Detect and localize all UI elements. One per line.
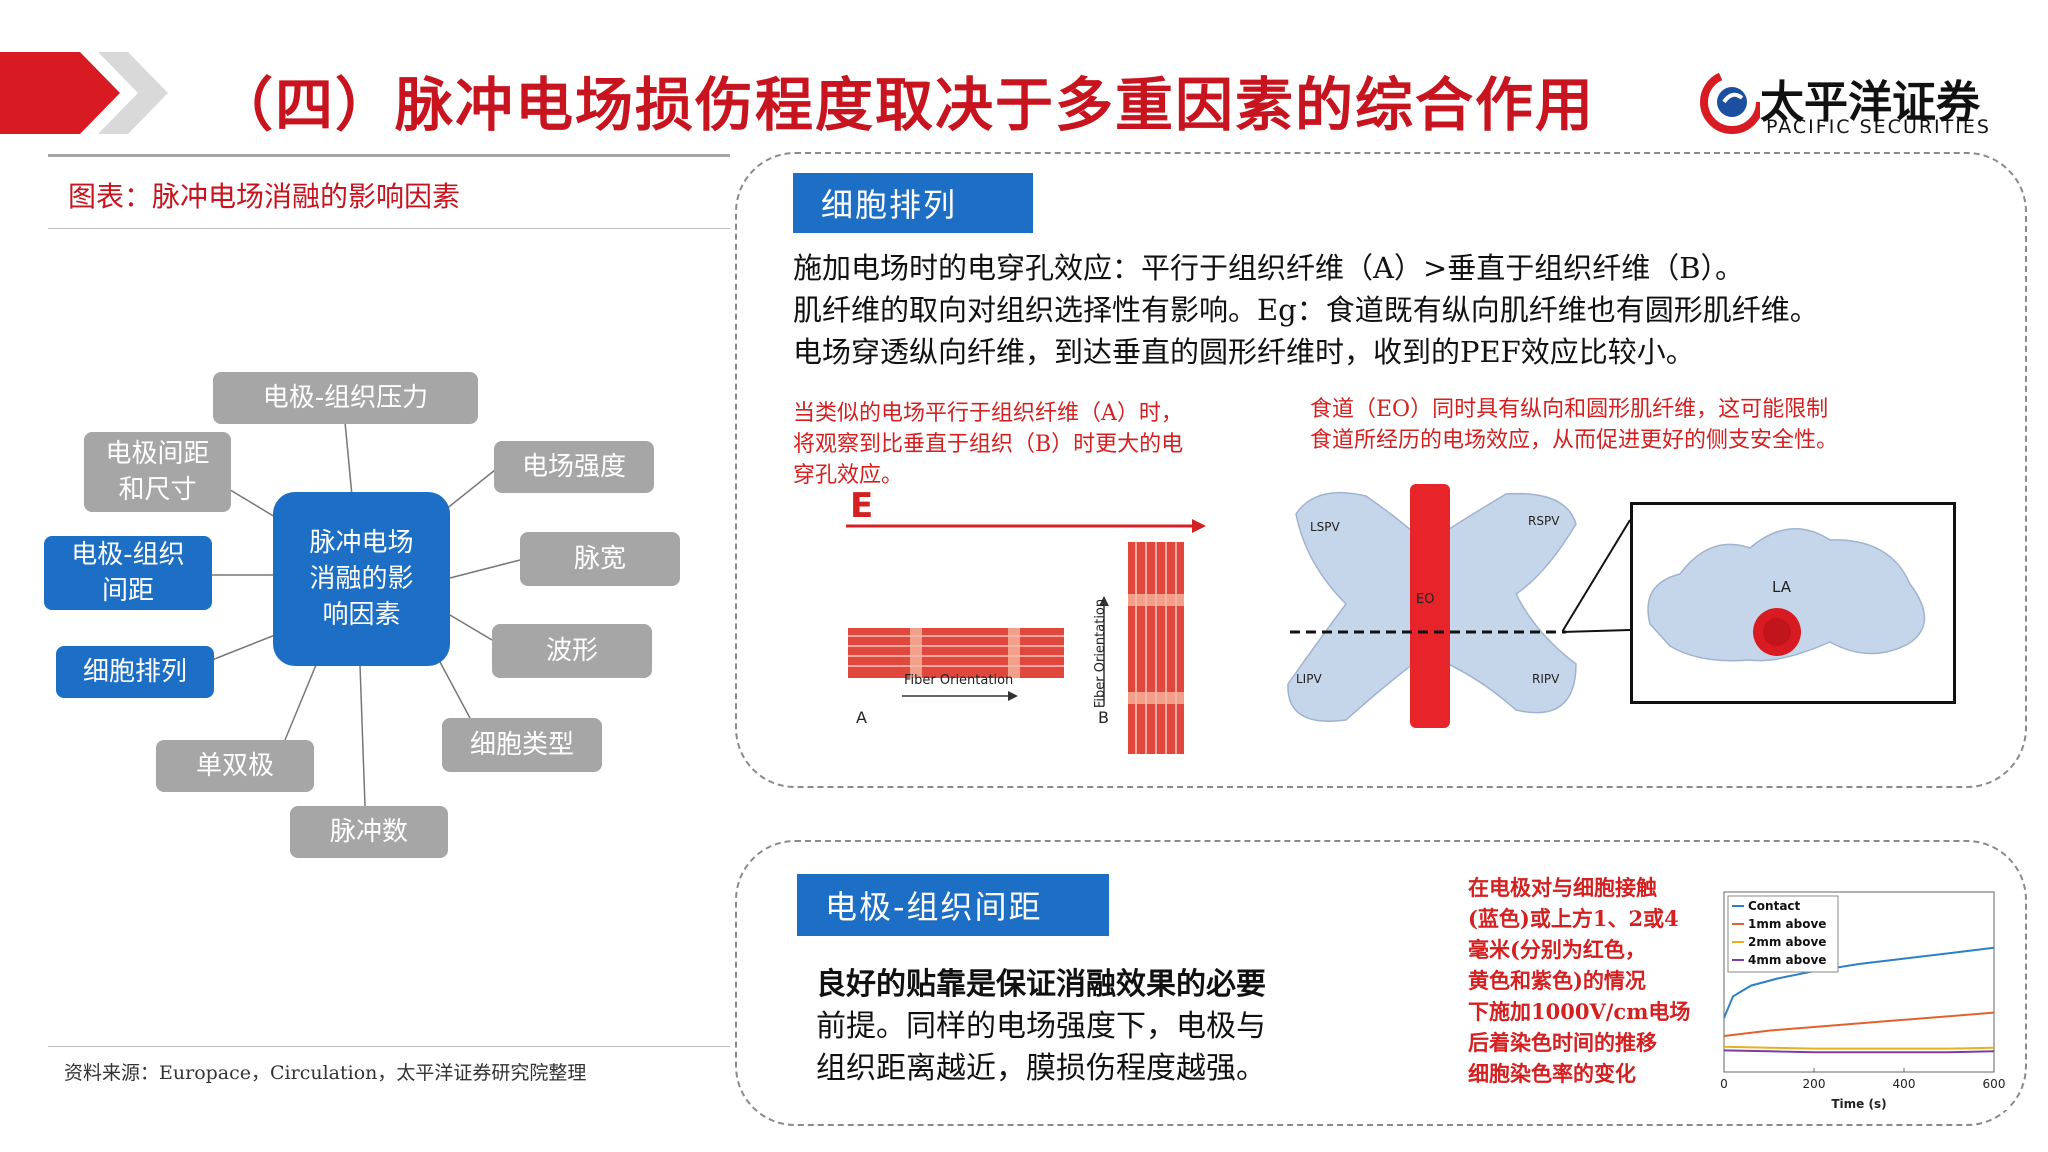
mindmap-center-line: 消融的影 xyxy=(309,564,414,594)
node-label: 电极-组织压力 xyxy=(262,383,429,413)
mindmap-node-mono-bipolar: 单双极 xyxy=(156,740,314,792)
legend-entry: 1mm above xyxy=(1748,917,1826,931)
mindmap-center-line: 响因素 xyxy=(322,600,401,630)
legend-entry: Contact xyxy=(1748,899,1801,913)
node-label: 细胞类型 xyxy=(469,730,574,760)
figure-source: 资料来源：Europace，Circulation，太平洋证券研究院整理 xyxy=(64,1062,587,1084)
x-axis-label: Time (s) xyxy=(1831,1097,1886,1110)
lipv-label: LIPV xyxy=(1296,672,1322,686)
fiber-orientation-arrow-icon xyxy=(902,691,1018,701)
node-label: 间距 xyxy=(101,576,154,606)
note-line: 当类似的电场平行于组织纤维（A）时， xyxy=(793,401,1183,426)
header-arrow-decoration xyxy=(0,52,168,134)
node-label: 脉冲数 xyxy=(329,817,408,847)
node-label: 细胞排列 xyxy=(82,657,187,687)
node-label: 单双极 xyxy=(195,751,274,781)
zoom-connector-lines xyxy=(1562,519,1631,633)
node-label: 电极-组织 xyxy=(71,540,185,570)
distance-note: 在电极对与细胞接触 (蓝色)或上方1、2或4 毫米(分别为红色， 黄色和紫色)的… xyxy=(1468,872,1690,1089)
mindmap-node-pulse-width: 脉宽 xyxy=(520,532,680,586)
parallel-fibers-icon xyxy=(848,628,1064,678)
note-line: 食道（EO）同时具有纵向和圆形肌纤维，这可能限制 xyxy=(1310,397,1829,422)
cell-arrangement-paragraph: 施加电场时的电穿孔效应：平行于组织纤维（A）>垂直于组织纤维（B）。 肌纤维的取… xyxy=(793,247,1819,373)
mindmap-node-cell-arrangement: 细胞排列 xyxy=(56,646,214,698)
note-line: 下施加1000V/cm电场 xyxy=(1468,999,1691,1024)
note-line: 细胞染色率的变化 xyxy=(1468,1061,1636,1086)
cross-section-atrium-icon xyxy=(1647,528,1926,662)
note-line: 毫米(分别为红色， xyxy=(1468,937,1646,962)
paragraph-line: 前提。同样的电场强度下，电极与 xyxy=(816,1009,1266,1044)
figure-title: 图表：脉冲电场消融的影响因素 xyxy=(68,180,461,213)
note-line: 穿孔效应。 xyxy=(793,463,904,488)
left-atrium-esophagus-diagram xyxy=(1287,484,1577,728)
mindmap-node-electrode-tissue-distance: 电极-组织间距 xyxy=(44,536,212,610)
lspv-label: LSPV xyxy=(1310,520,1340,534)
electrode-distance-tag: 电极-组织间距 xyxy=(797,874,1109,936)
chart-legend-box xyxy=(1727,895,1839,973)
mindmap-node-pulse-count: 脉冲数 xyxy=(290,806,448,858)
x-tick-label: 600 xyxy=(1983,1077,2006,1091)
node-label: 电极间距 xyxy=(105,439,210,469)
node-label: 电场强度 xyxy=(521,452,626,482)
cell-arrangement-tag: 细胞排列 xyxy=(793,173,1033,233)
rspv-label: RSPV xyxy=(1528,514,1560,528)
fiber-label-b: B xyxy=(1098,708,1109,727)
note-line: 后着染色时间的推移 xyxy=(1468,1030,1657,1055)
series-line xyxy=(1723,1049,1995,1054)
electrode-distance-paragraph: 良好的贴靠是保证消融效果的必要 前提。同样的电场强度下，电极与 组织距离越近，膜… xyxy=(816,964,1266,1090)
legend-entry: 2mm above xyxy=(1748,935,1826,949)
node-label: 脉宽 xyxy=(573,544,626,574)
mindmap-center-node: 脉冲电场 消融的影 响因素 xyxy=(273,492,450,666)
paragraph-line: 组织距离越近，膜损伤程度越强。 xyxy=(816,1051,1266,1086)
node-label: 波形 xyxy=(545,636,598,666)
series-line xyxy=(1723,1011,1995,1037)
figure-top-rule xyxy=(48,154,730,157)
node-label: 和尺寸 xyxy=(118,475,197,505)
x-tick-label: 200 xyxy=(1803,1077,1826,1091)
electrode-distance-panel xyxy=(735,840,2027,1126)
paragraph-line: 肌纤维的取向对组织选择性有影响。Eg：食道既有纵向肌纤维也有圆形肌纤维。 xyxy=(793,293,1819,327)
mindmap-node-electrode-spacing-size: 电极间距和尺寸 xyxy=(84,432,231,512)
note-line: 食道所经历的电场效应，从而促进更好的侧支安全性。 xyxy=(1310,428,1839,453)
logo-chinese: 太平洋证券 xyxy=(1760,77,1980,128)
esophagus-note: 食道（EO）同时具有纵向和圆形肌纤维，这可能限制 食道所经历的电场效应，从而促进… xyxy=(1310,394,1838,456)
series-line xyxy=(1723,1045,1995,1050)
pacific-securities-logo-icon xyxy=(1700,70,1760,134)
fiber-orientation-label: Fiber Orientation xyxy=(904,673,1014,688)
mindmap-node-field-strength: 电场强度 xyxy=(494,441,654,493)
paragraph-line: 电场穿透纵向纤维，到达垂直的圆形纤维时，收到的PEF效应比较小。 xyxy=(793,335,1695,369)
mindmap-node-electrode-tissue-pressure: 电极-组织压力 xyxy=(213,372,478,424)
note-line: 将观察到比垂直于组织（B）时更大的电 xyxy=(793,432,1184,457)
legend-entry: 4mm above xyxy=(1748,953,1826,967)
mindmap-center-line: 脉冲电场 xyxy=(309,528,414,558)
page-title: （四）脉冲电场损伤程度取决于多重因素的综合作用 xyxy=(215,71,1596,139)
fiber-label-a: A xyxy=(856,708,867,727)
note-line: (蓝色)或上方1、2或4 xyxy=(1468,906,1679,931)
paragraph-line: 良好的贴靠是保证消融效果的必要 xyxy=(816,967,1266,1002)
cell-arrangement-panel xyxy=(735,152,2027,788)
la-label: LA xyxy=(1772,578,1791,596)
source-rule xyxy=(48,1046,730,1047)
mindmap-node-waveform: 波形 xyxy=(492,624,652,678)
x-tick-label: 400 xyxy=(1893,1077,1916,1091)
paragraph-line: 施加电场时的电穿孔效应：平行于组织纤维（A）>垂直于组织纤维（B）。 xyxy=(793,251,1745,285)
perpendicular-fibers-icon xyxy=(1128,542,1184,754)
mindmap-node-cell-type: 细胞类型 xyxy=(442,718,602,772)
note-line: 黄色和紫色)的情况 xyxy=(1468,968,1646,993)
logo-english: PACIFIC SECURITIES xyxy=(1766,116,1991,138)
eo-label: EO xyxy=(1416,592,1435,607)
fiber-orientation-vertical-label: Fiber Orientation xyxy=(1093,598,1109,709)
vertical-orientation-arrow-icon xyxy=(1099,596,1109,706)
electric-field-label: E xyxy=(850,486,874,526)
electric-field-arrow-icon xyxy=(846,519,1206,533)
chart-plot-frame xyxy=(1723,891,1995,1073)
fiber-note: 当类似的电场平行于组织纤维（A）时， 将观察到比垂直于组织（B）时更大的电 穿孔… xyxy=(793,398,1183,491)
figure-title-rule xyxy=(48,228,730,229)
note-line: 在电极对与细胞接触 xyxy=(1468,875,1657,900)
x-tick-label: 0 xyxy=(1720,1077,1728,1091)
ripv-label: RIPV xyxy=(1532,672,1560,686)
